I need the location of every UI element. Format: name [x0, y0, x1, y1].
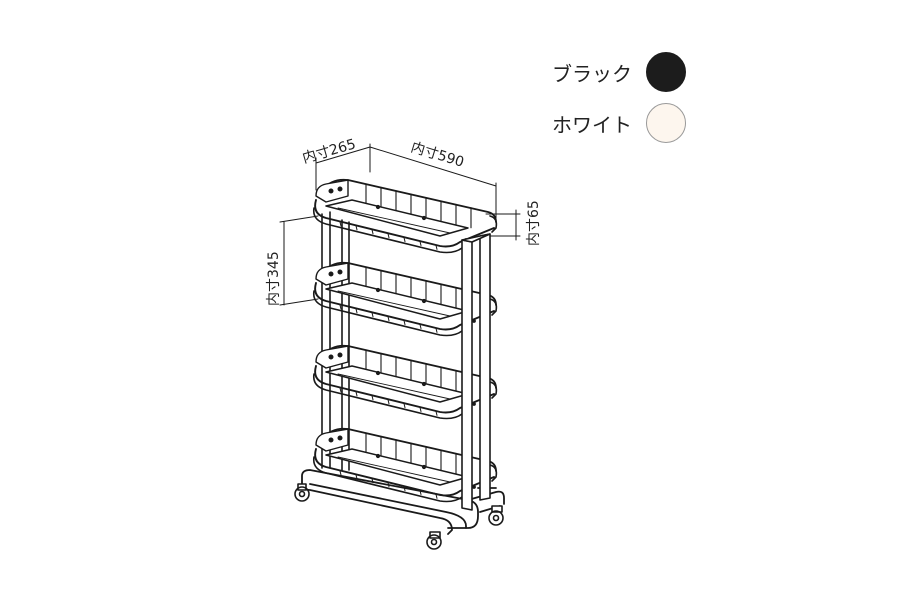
dim-pitch-label: 内寸345	[266, 251, 282, 306]
right-posts	[461, 233, 491, 511]
dim-height-label: 内寸65	[526, 200, 542, 246]
dim-depth-label: 内寸265	[301, 136, 358, 166]
dim-width-label: 内寸590	[409, 140, 466, 171]
color-swatch-black	[646, 52, 686, 92]
color-option-black[interactable]: ブラック	[552, 52, 686, 92]
caster-front-left	[426, 531, 442, 550]
shelf-tier	[312, 178, 498, 254]
bottom-frame	[301, 469, 505, 535]
color-swatch-white	[646, 103, 686, 143]
caster-front-right	[488, 505, 504, 526]
color-option-white[interactable]: ホワイト	[552, 103, 686, 143]
color-label-black: ブラック	[552, 61, 632, 86]
color-label-white: ホワイト	[552, 112, 632, 137]
casters	[294, 483, 504, 550]
caster-back-left	[294, 483, 310, 502]
